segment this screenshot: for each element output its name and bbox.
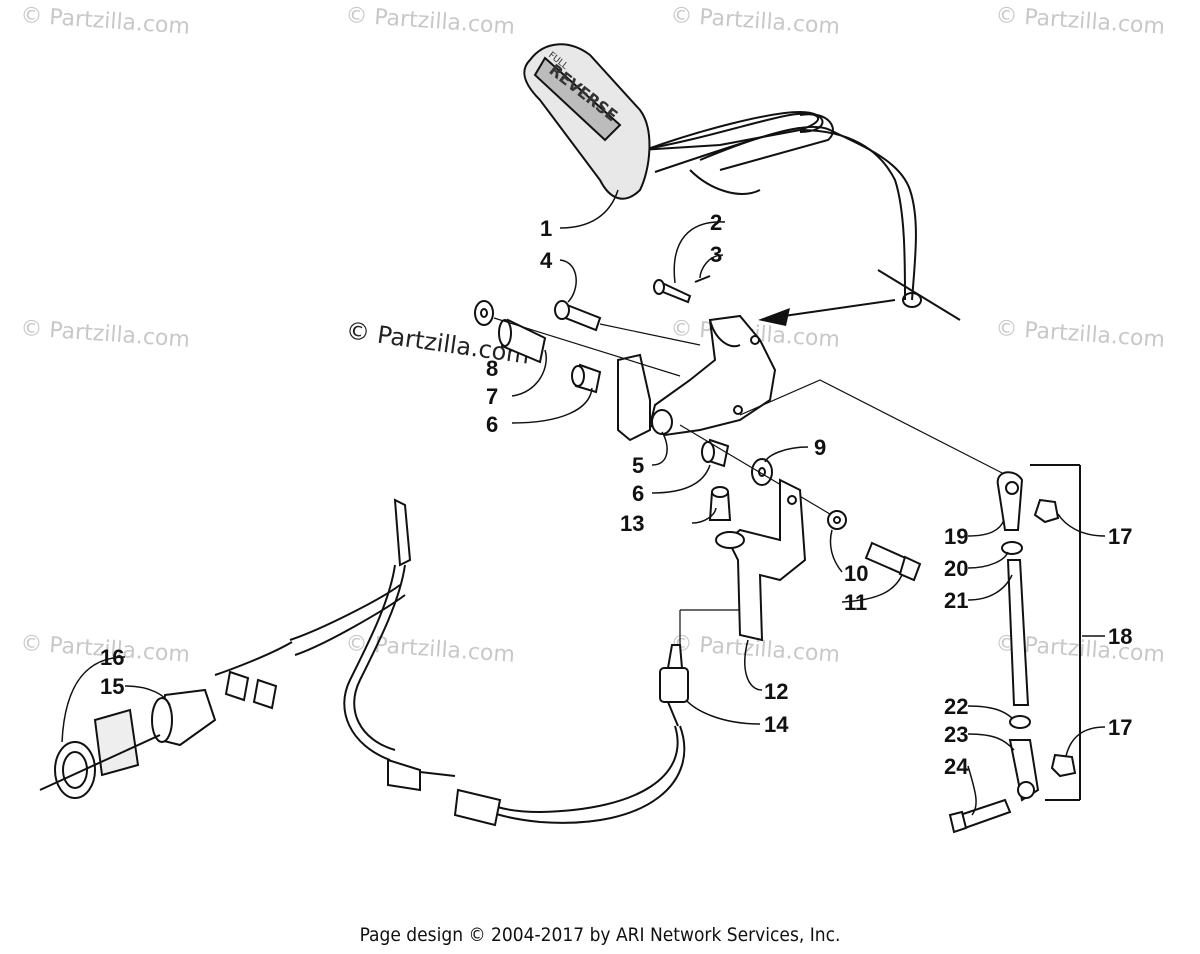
watermark: © Partzilla.com — [995, 3, 1166, 40]
callout-17a: 17 — [1108, 524, 1132, 549]
pivot-bracket — [617, 314, 777, 442]
watermark: © Partzilla.com — [345, 3, 516, 40]
callout-10: 10 — [844, 561, 868, 586]
callout-23: 23 — [944, 722, 968, 747]
callout-18: 18 — [1108, 624, 1132, 649]
callout-7: 7 — [486, 384, 498, 409]
reverse-switch-harness — [453, 644, 689, 827]
spacer-stack — [474, 300, 773, 486]
indicator-bulb — [708, 486, 732, 521]
callout-2: 2 — [710, 210, 722, 235]
direction-arrow — [758, 299, 896, 326]
watermark: © Partzilla.com — [20, 316, 191, 353]
bolt-11 — [827, 510, 922, 582]
callout-13: 13 — [620, 511, 644, 536]
callout-6b: 6 — [632, 481, 644, 506]
callout-5: 5 — [632, 453, 644, 478]
callout-8: 8 — [486, 356, 498, 381]
bolt-4 — [554, 300, 602, 332]
clevis-pin — [653, 275, 711, 304]
callout-4: 4 — [540, 248, 553, 273]
leader-lines — [61, 189, 1106, 816]
callout-19: 19 — [944, 524, 968, 549]
callout-12: 12 — [764, 679, 788, 704]
callout-22: 22 — [944, 694, 968, 719]
switch-body — [39, 688, 217, 799]
callout-3: 3 — [710, 242, 722, 267]
callout-16: 16 — [100, 645, 124, 670]
footer-copyright: Page design © 2004-2017 by ARI Network S… — [359, 924, 841, 946]
callout-1: 1 — [540, 216, 552, 241]
mounting-plate — [715, 478, 807, 642]
callout-21: 21 — [944, 588, 968, 613]
assembly-lines — [493, 317, 1013, 645]
callout-14: 14 — [764, 712, 789, 737]
reverse-lever: REVERSE FULL — [523, 43, 961, 321]
callout-24: 24 — [944, 754, 969, 779]
callout-15: 15 — [100, 674, 124, 699]
linkage-rod — [948, 464, 1081, 834]
watermark: © Partzilla.com — [20, 3, 191, 40]
watermark: © Partzilla.com — [670, 3, 841, 40]
callout-11: 11 — [844, 590, 867, 615]
wire-harness — [214, 498, 456, 792]
callout-9: 9 — [814, 435, 826, 460]
callout-20: 20 — [944, 556, 968, 581]
watermark: © Partzilla.com — [995, 316, 1166, 353]
callout-6a: 6 — [486, 412, 498, 437]
callouts: 1 2 3 4 5 6 6 7 8 9 10 11 12 13 14 15 16… — [100, 210, 1132, 779]
callout-17b: 17 — [1108, 715, 1132, 740]
